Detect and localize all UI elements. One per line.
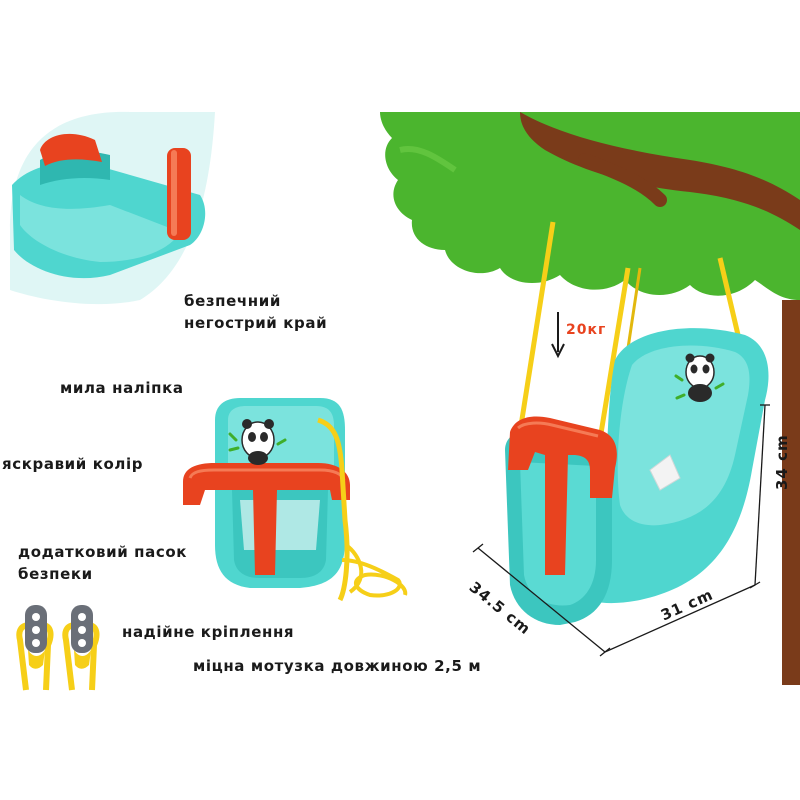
swing-seat-main [505,328,769,625]
label-extra-belt-line1: додатковий пасок [18,543,188,561]
label-reliable-mount: надійне кріплення [122,623,295,641]
label-cute-sticker: мила наліпка [60,379,184,397]
label-safe-edge-line2: негострий край [184,314,328,332]
label-safe-edge-line1: безпечний [184,292,281,310]
dimension-lines [472,404,770,657]
label-bright-color: яскравий колір [2,455,144,473]
label-safe-edge: безпечний негострий край [184,290,327,334]
label-strong-rope: міцна мотузка довжиною 2,5 м [193,657,482,675]
mount-bracket-left [16,605,54,691]
seat-edge-closeup [10,111,215,305]
tree-canopy [380,112,800,300]
max-load-label: 20кг [566,322,607,338]
label-extra-belt: додатковий пасок безпеки [18,541,187,585]
height-dimension: 34 cm [773,434,791,490]
panda-sticker-front [228,419,287,465]
label-extra-belt-line2: безпеки [18,565,93,583]
load-arrow [551,312,565,359]
seat-front-view [183,398,408,602]
panda-sticker-main [674,353,725,402]
tree-trunk [782,300,800,685]
mount-bracket-right [62,605,100,691]
